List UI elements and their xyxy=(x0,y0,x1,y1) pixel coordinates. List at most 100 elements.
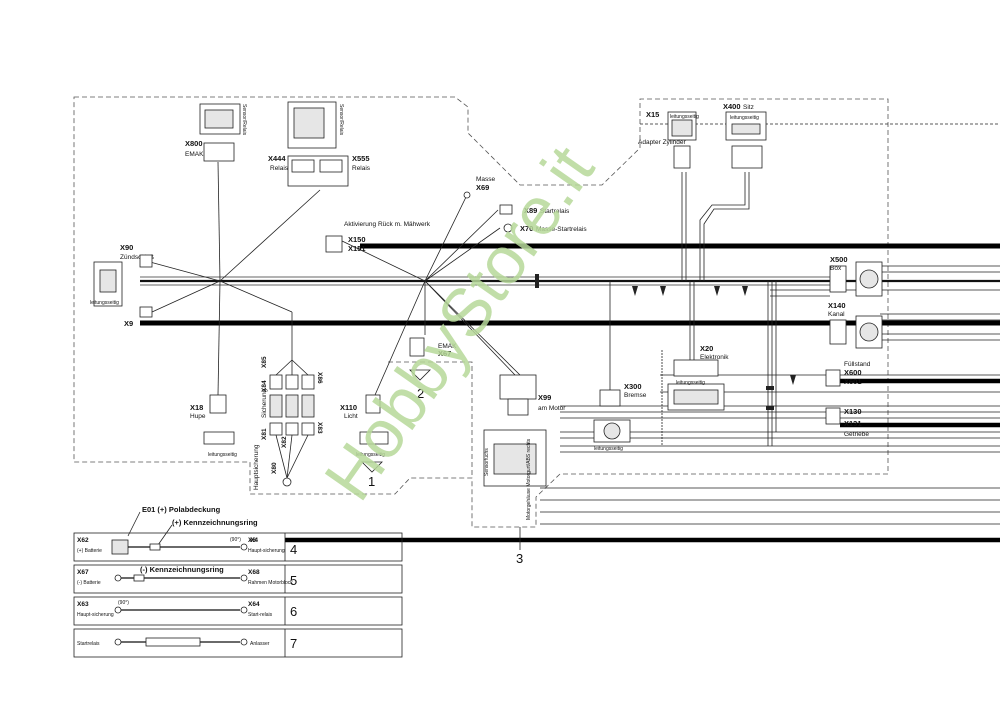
x90-id: X90 xyxy=(120,243,133,252)
x15-name: Adapter Zylinder xyxy=(638,139,687,146)
x99-id: X99 xyxy=(538,393,551,402)
row5-right-id: X68 xyxy=(248,569,260,576)
callout-1: 1 xyxy=(368,474,375,489)
fuse-block: X85 X84 X86 X81 X82 X83 X80 Sicherung Ha… xyxy=(253,356,323,490)
x150-name: Aktivierung Rück m. Mähwerk xyxy=(344,221,431,228)
legend-ring-minus: (-) Kennzeichnungsring xyxy=(140,565,224,574)
x70-name: Masse-Startrelais xyxy=(536,226,587,233)
row4-left-id: X62 xyxy=(77,537,89,544)
connector-x89: X89 Startrelais xyxy=(499,204,570,215)
x20-id: X20 xyxy=(700,344,713,353)
connector-x20: X20 Elektronik leitungsseitig xyxy=(667,344,729,411)
relay-tag: Sensor/Relais xyxy=(338,104,344,136)
x800-id: X800 xyxy=(185,139,203,148)
connector-x150: Aktivierung Rück m. Mähwerk X150 X151 xyxy=(325,221,431,253)
x99-name: am Motor xyxy=(538,405,566,412)
x601-id: X601 xyxy=(844,377,862,386)
x500-name: Box xyxy=(830,265,842,272)
x400-id: X400 xyxy=(723,102,741,111)
x555-name: Relais xyxy=(352,165,371,172)
x131-id: X131 xyxy=(844,419,862,428)
main-fuse-label: Hauptsicherung xyxy=(253,444,260,490)
x69-id: X69 xyxy=(476,183,489,192)
connector-x130: X130 X131 Getriebe xyxy=(825,407,869,438)
x67-name: EMAK xyxy=(438,343,457,350)
connector-x70: X70 Masse-Startrelais xyxy=(503,223,587,233)
connector-x400: X400 Sitz leitungsseitig xyxy=(723,102,767,169)
x89-id: X89 xyxy=(524,206,537,215)
row4-left-name: (+) Batterie xyxy=(77,548,102,554)
x600-id: X600 xyxy=(844,368,862,377)
connector-x99: X99 am Motor Sensorfuchs Motorgehäuse Mo… xyxy=(483,374,566,520)
row6-right-name: Start-relais xyxy=(248,612,273,618)
row6-right-id: X64 xyxy=(248,601,260,608)
legend-e01: E01 (+) Polabdeckung xyxy=(142,505,221,514)
vertical-drops xyxy=(609,172,777,446)
x81-id: X81 xyxy=(261,428,268,440)
row4-right-name: Haupt-sicherung xyxy=(248,548,285,554)
row6-left-id: X63 xyxy=(77,601,89,608)
row4-right-id: X6 xyxy=(248,537,256,544)
harness-boundary xyxy=(73,96,889,528)
row5-left-id: X67 xyxy=(77,569,89,576)
row5-left-name: (-) Batterie xyxy=(77,580,101,586)
relay-block: Sensor/Relais X444 Relais X555 Relais xyxy=(268,101,371,187)
x4-id: X4 xyxy=(250,537,258,544)
x300-name: Bremse xyxy=(624,392,647,399)
row5-num: 5 xyxy=(290,573,297,588)
x86-id: X86 xyxy=(316,372,323,384)
connector-x15: X15 Adapter Zylinder leitungsseitig xyxy=(638,110,699,169)
connector-x67: EMAK X67 xyxy=(409,337,457,381)
connector-x500: X500 Box xyxy=(829,255,883,297)
row6-angle: (90°) xyxy=(118,600,129,606)
callout-2: 2 xyxy=(417,386,424,401)
legend-ring-plus: (+) Kennzeichnungsring xyxy=(172,518,258,527)
x444-id: X444 xyxy=(268,154,286,163)
callout-3: 3 xyxy=(516,551,523,566)
connector-x18: X18 Hupe leitungsseitig xyxy=(190,394,237,458)
row7-left-name: Startrelais xyxy=(77,641,100,647)
connector-x110: X110 Licht leitungsseitig xyxy=(340,394,389,473)
x140-name: Kanal xyxy=(828,311,845,318)
x70-id: X70 xyxy=(520,224,533,233)
x500-id: X500 xyxy=(830,255,848,264)
splice-left xyxy=(149,161,321,396)
x300-tag: leitungsseitig xyxy=(594,446,623,452)
emak-sub-boundary xyxy=(388,361,473,478)
x84-id: X84 xyxy=(261,380,268,392)
fuse-label: Sicherung xyxy=(261,388,268,418)
x110-id: X110 xyxy=(340,403,357,412)
x110-name: Licht xyxy=(344,413,358,420)
x99-tag: Sensorfuchs xyxy=(484,448,490,476)
x80-id: X80 xyxy=(271,462,278,474)
x82-id: X82 xyxy=(281,436,288,448)
x89-name: Startrelais xyxy=(540,208,570,215)
connector-x600: Füllstand X600 X601 xyxy=(825,361,871,387)
x800-tag: Sensor/Relais xyxy=(241,104,247,136)
connector-x140: X140 Kanal xyxy=(828,301,883,349)
x800-name: EMAK xyxy=(185,151,204,158)
right-wire-bundle xyxy=(540,265,1000,525)
x18-name: Hupe xyxy=(190,413,206,420)
x555-id: X555 xyxy=(352,154,370,163)
x9-id: X9 xyxy=(124,319,133,328)
x18-tag: leitungsseitig xyxy=(208,452,237,458)
connector-x800: X800 EMAK Sensor/Relais xyxy=(185,103,247,162)
x69-name: Masse xyxy=(476,176,496,183)
x15-id: X15 xyxy=(646,110,659,119)
x67-id: X67 xyxy=(438,349,451,358)
x140-id: X140 xyxy=(828,301,846,310)
row4-num: 4 xyxy=(290,542,297,557)
x151-id: X151 xyxy=(348,244,366,253)
row5-right-name: Rahmen Motorblock xyxy=(248,580,293,586)
row7-right-name: Anlasser xyxy=(250,641,270,647)
row6-left-name: Haupt-sicherung xyxy=(77,612,114,618)
connector-x300: X300 Bremse leitungsseitig xyxy=(593,382,647,452)
splice-center xyxy=(339,194,521,396)
row6-num: 6 xyxy=(290,604,297,619)
x110-tag: leitungsseitig xyxy=(356,452,385,458)
x15-tag: leitungsseitig xyxy=(670,114,699,120)
x90-tag: leitungsseitig xyxy=(90,300,119,306)
connector-x69: Masse X69 xyxy=(463,176,496,199)
